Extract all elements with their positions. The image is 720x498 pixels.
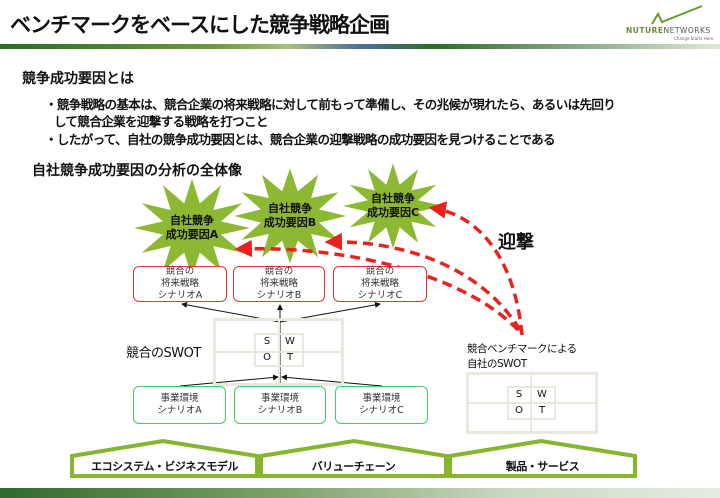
competitor-strategy-a: 競合の 将来戦略 シナリオA	[133, 266, 227, 302]
swot-s: S	[263, 336, 271, 347]
success-factor-c: 自社競争 成功要因C	[366, 192, 420, 219]
section-heading: 競争成功要因とは	[22, 71, 134, 87]
environment-scenario-a: 事業環境 シナリオA	[133, 386, 226, 424]
page-title: ベンチマークをベースにした競争戦略企画	[10, 13, 390, 37]
arrow-env-c	[281, 374, 383, 387]
foundation-houses	[70, 438, 637, 478]
environment-scenario-b: 事業環境 シナリオB	[234, 386, 326, 424]
intercept-arrow-c	[428, 201, 524, 336]
logo-tagline: Change Starts Here	[674, 36, 714, 41]
header-divider	[0, 44, 720, 49]
swot-w: W	[285, 336, 295, 347]
house-products	[448, 438, 637, 478]
house-ecosystem	[70, 438, 259, 478]
own-swot-s: S	[515, 389, 523, 400]
intercept-label: 迎撃	[498, 232, 534, 253]
intercept-arrow-b	[324, 232, 522, 331]
bullet-1: ・競争戦略の基本は、競合企業の将来戦略に対して前もって準備し、その兆候が現れたら…	[45, 97, 616, 112]
swot-t: T	[286, 352, 294, 363]
house-value-chain	[259, 438, 448, 478]
company-logo: NUTURENETWORKS Change Starts Here	[622, 4, 717, 42]
own-swot-o: O	[515, 405, 523, 416]
success-factor-b: 自社競争 成功要因B	[263, 202, 317, 229]
success-factor-a: 自社競争 成功要因A	[165, 214, 219, 241]
competitor-swot-label: 競合のSWOT	[126, 346, 201, 361]
own-swot-label: 競合ベンチマークによる 自社のSWOT	[467, 343, 577, 370]
starburst-b	[234, 168, 346, 264]
arrow-env-a	[179, 374, 279, 387]
starburst-c	[343, 163, 443, 249]
environment-scenario-c: 事業環境 シナリオC	[335, 386, 428, 424]
bullet-2: ・したがって、自社の競争成功要因とは、競合企業の迎撃戦略の成功要因を見つけること…	[45, 132, 556, 147]
swot-o: O	[263, 352, 271, 363]
foundation-value-chain: バリューチェーン	[311, 460, 396, 473]
logo-sub: NETWORKS	[663, 26, 711, 35]
competitor-strategy-b: 競合の 将来戦略 シナリオB	[233, 266, 325, 302]
own-swot-t: T	[538, 405, 546, 416]
logo-check-icon	[651, 5, 703, 25]
competitor-strategy-c: 競合の 将来戦略 シナリオC	[333, 266, 427, 302]
foundation-products: 製品・サービス	[505, 460, 580, 473]
starburst-a	[134, 178, 250, 278]
logo-main: NUTURE	[626, 26, 664, 35]
own-swot-w: W	[537, 389, 547, 400]
bullet-1-cont: して競合企業を迎撃する戦略を打つこと	[54, 114, 268, 129]
foundation-ecosystem: エコシステム・ビジネスモデル	[91, 460, 238, 473]
diagram-heading: 自社競争成功要因の分析の全体像	[32, 163, 242, 179]
footer-bar	[0, 488, 720, 498]
